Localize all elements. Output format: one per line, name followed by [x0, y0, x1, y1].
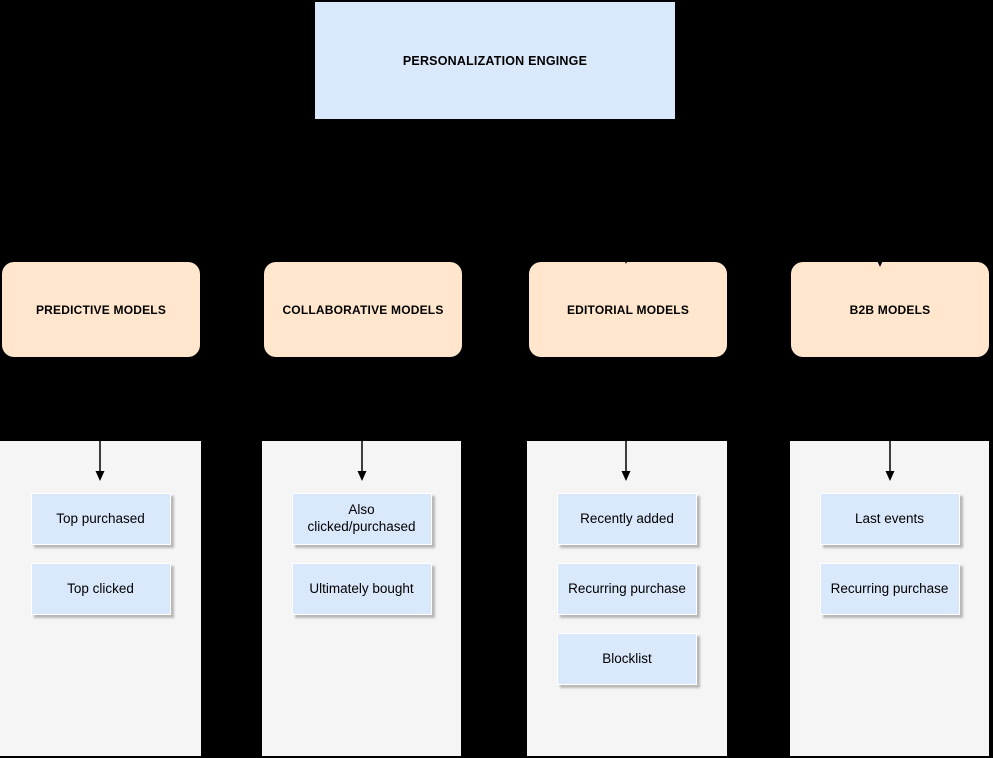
model-node-label: Ultimately bought	[309, 580, 414, 596]
model-node-label: Recurring purchase	[568, 580, 686, 596]
branch-header-label: COLLABORATIVE MODELS	[282, 302, 444, 317]
branch-container-collaborative: Also clicked/purchased Ultimately bought	[262, 441, 461, 756]
branch-header-editorial-models: EDITORIAL MODELS	[529, 262, 727, 357]
branch-header-label: PREDICTIVE MODELS	[35, 302, 167, 317]
model-node-label: Last events	[854, 510, 925, 526]
branch-to-container-connectors	[99, 415, 891, 471]
branch-header-collaborative-models: COLLABORATIVE MODELS	[264, 262, 462, 357]
branch-container-b2b: Last events Recurring purchase	[790, 441, 989, 756]
model-node-label: Also clicked/purchased	[307, 502, 416, 534]
model-node-label: Recurring purchase	[830, 580, 949, 596]
root-to-branch-connectors	[99, 119, 881, 257]
model-node: Recurring purchase	[557, 563, 697, 615]
model-node: Top clicked	[30, 563, 171, 615]
model-node-label: Top clicked	[67, 580, 134, 596]
model-node: Last events	[819, 493, 960, 545]
model-node: Also clicked/purchased	[291, 493, 432, 545]
branch-header-label: B2B MODELS	[849, 302, 931, 317]
model-node: Ultimately bought	[291, 563, 432, 615]
model-node: Blocklist	[557, 633, 697, 685]
branch-header-b2b-models: B2B MODELS	[791, 262, 989, 357]
root-node-personalization-engine: PERSONALIZATION ENGINGE	[315, 2, 675, 119]
branch-container-predictive: Top purchased Top clicked	[0, 441, 201, 756]
model-node: Top purchased	[30, 493, 171, 545]
root-node-label: PERSONALIZATION ENGINGE	[402, 53, 588, 68]
model-node-label: Blocklist	[602, 650, 652, 666]
model-node: Recently added	[557, 493, 697, 545]
model-node-label: Recently added	[580, 510, 674, 526]
branch-to-container-arrowheads	[95, 471, 895, 481]
branch-header-predictive-models: PREDICTIVE MODELS	[2, 262, 200, 357]
model-node: Recurring purchase	[819, 563, 960, 615]
root-to-branch-arrowheads	[95, 249, 885, 267]
model-node-label: Top purchased	[56, 510, 145, 526]
branch-container-editorial: Recently added Recurring purchase Blockl…	[527, 441, 727, 756]
branch-header-label: EDITORIAL MODELS	[566, 302, 690, 317]
